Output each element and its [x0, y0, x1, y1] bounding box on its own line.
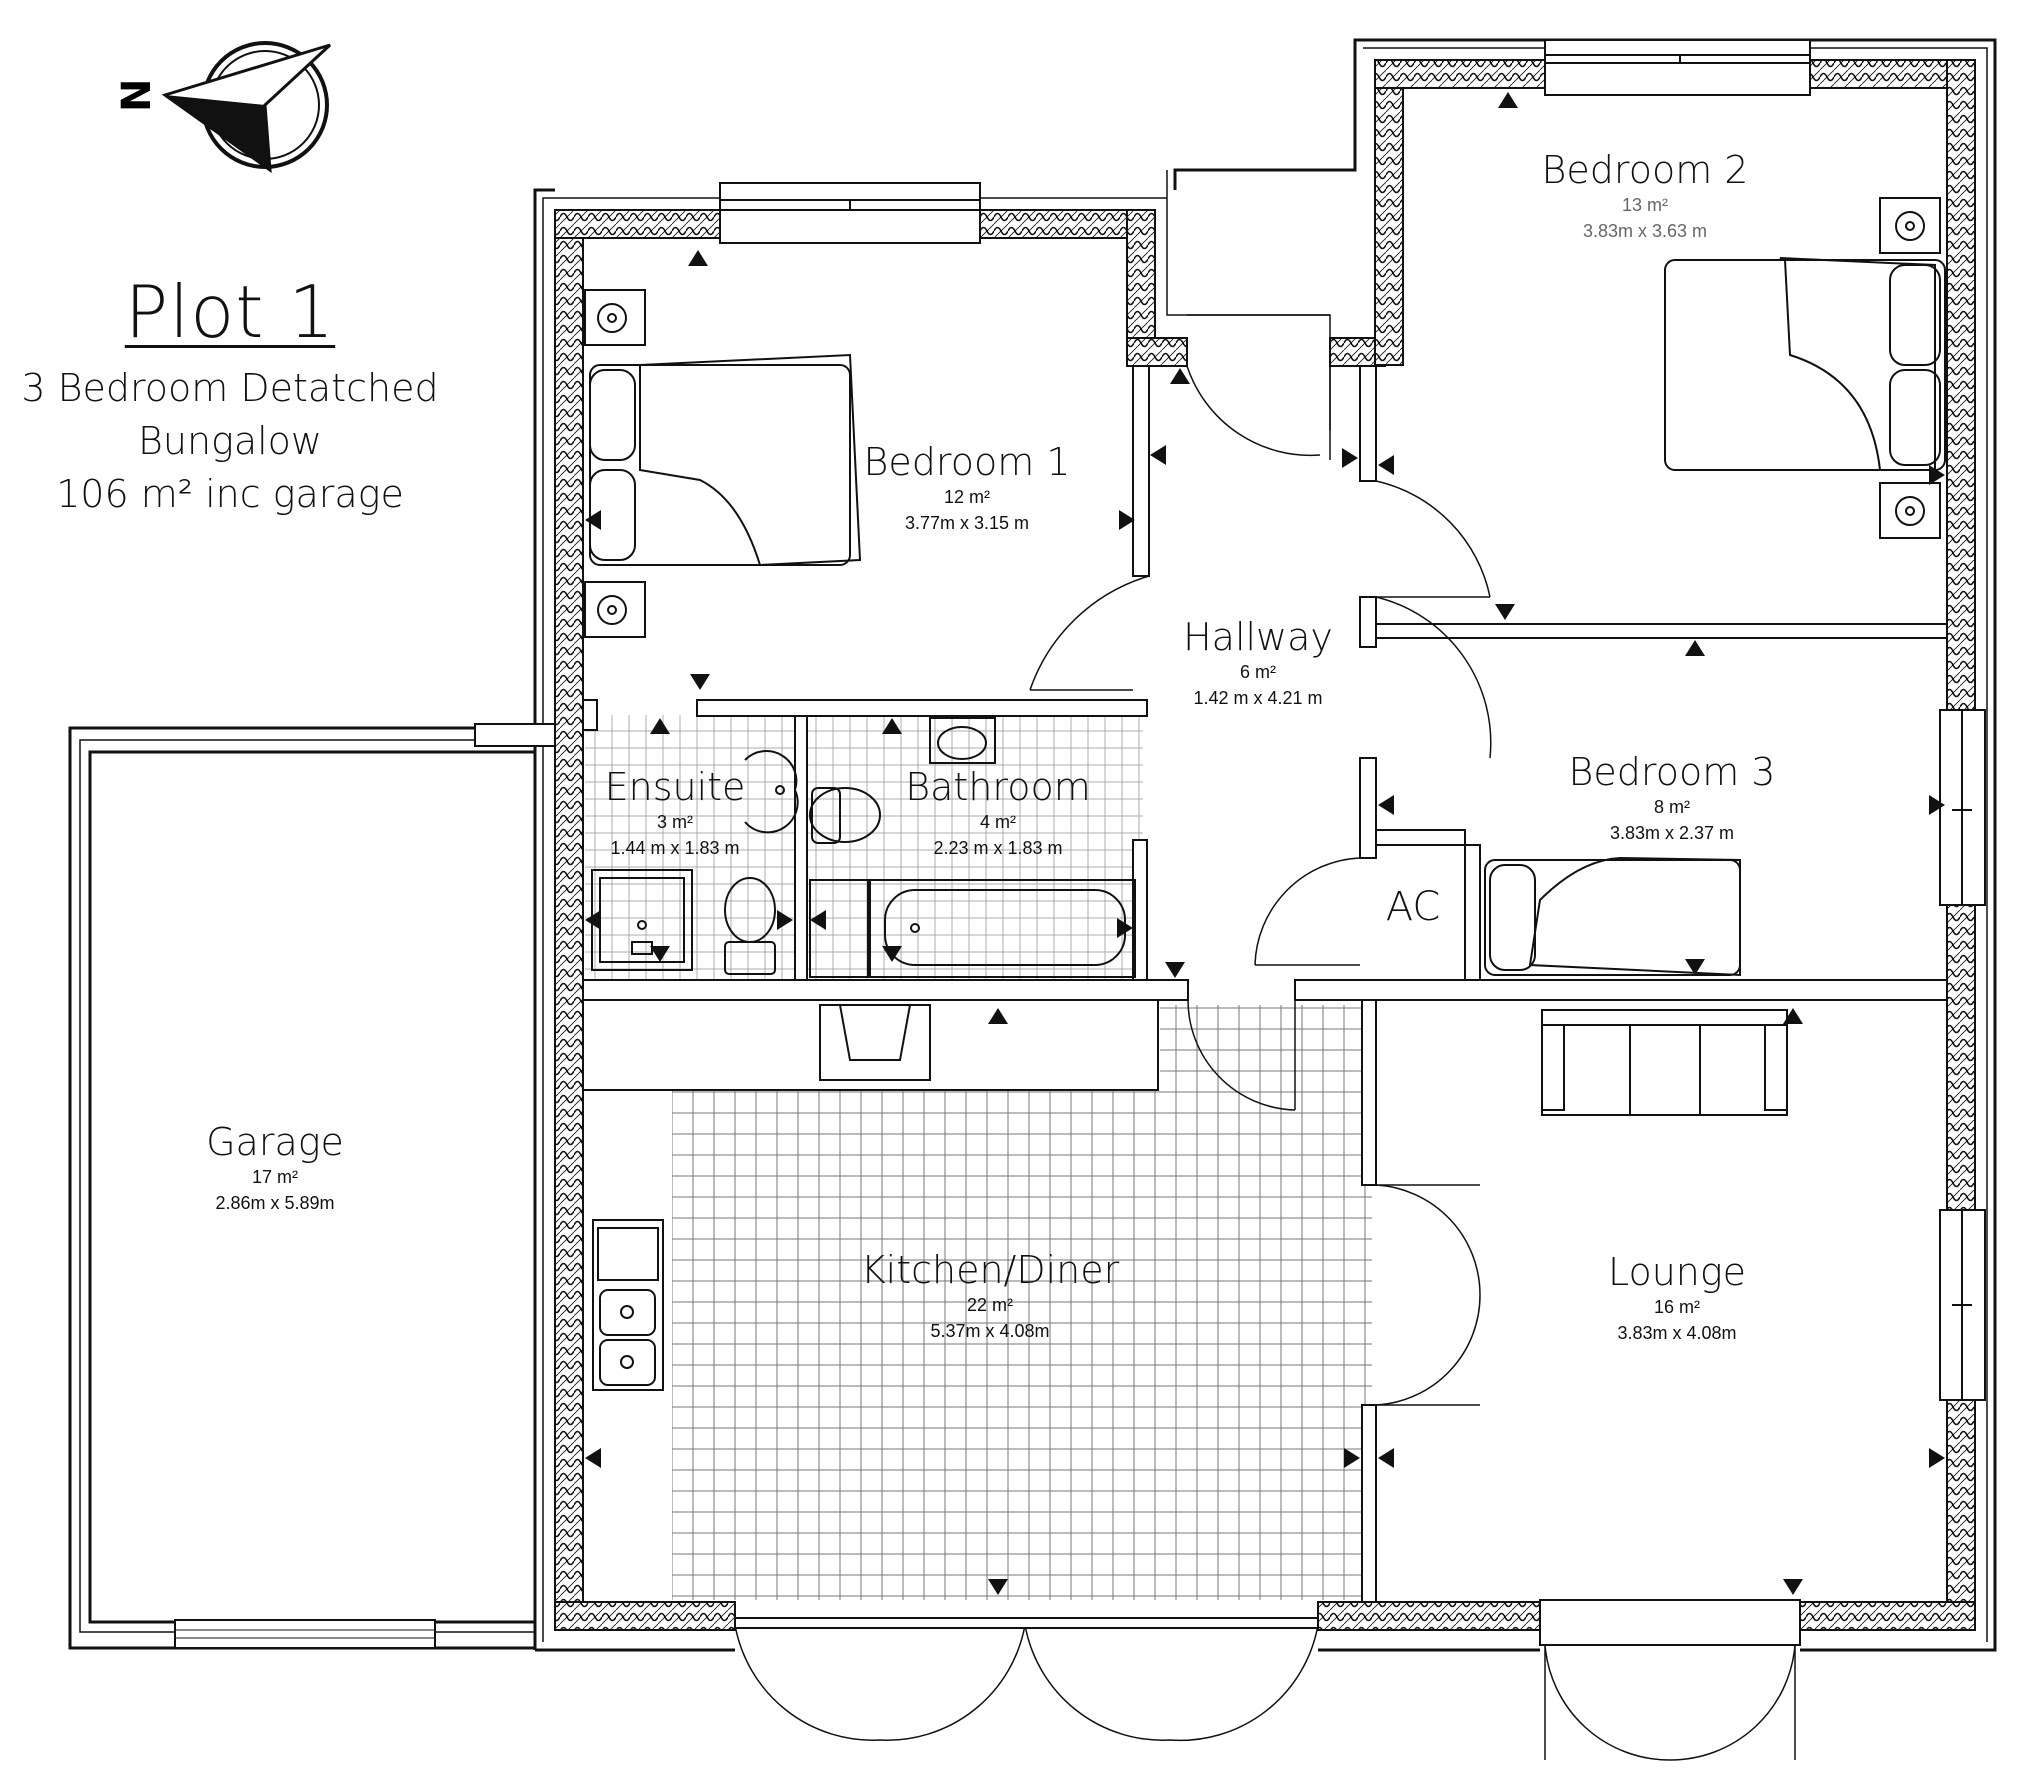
- room-name: Ensuite: [604, 765, 746, 809]
- room-label-kitchen-diner: Kitchen/Diner 22 m² 5.37m x 4.08m: [861, 1248, 1120, 1344]
- room-area: 16 m²: [1653, 1297, 1701, 1317]
- north-arrow-icon: N: [114, 41, 332, 174]
- subtitle-line-3: 106 m² inc garage: [56, 472, 404, 516]
- room-label-ac: AC: [1386, 885, 1441, 929]
- room-name: Lounge: [1607, 1250, 1747, 1294]
- room-label-bedroom-1: Bedroom 1 12 m² 3.77m x 3.15 m: [864, 440, 1071, 536]
- bathroom-tile-floor: [808, 715, 1143, 980]
- room-dims: 3.83m x 3.63 m: [1582, 221, 1708, 241]
- ensuite-tile-floor: [585, 715, 795, 980]
- room-area: 13 m²: [1621, 195, 1669, 215]
- room-label-bedroom-3: Bedroom 3 8 m² 3.83m x 2.37 m: [1569, 750, 1776, 846]
- room-name: Garage: [206, 1120, 344, 1164]
- lounge-sofa: [1541, 1009, 1788, 1116]
- kitchen-tile-floor: [672, 1090, 1372, 1600]
- title-block: Plot 1 3 Bedroom Detatched Bungalow 106 …: [20, 270, 440, 521]
- plot-title: Plot 1: [124, 270, 336, 354]
- room-area: 12 m²: [943, 487, 991, 507]
- bedroom-3-bed: [1484, 856, 1741, 977]
- windows: [719, 39, 1986, 1401]
- room-label-bedroom-2: Bedroom 2 13 m² 3.83m x 3.63 m: [1542, 148, 1749, 244]
- room-dims: 3.83m x 4.08m: [1617, 1323, 1737, 1343]
- ensuite-fixtures: [591, 750, 799, 975]
- room-area: 8 m²: [1653, 797, 1690, 817]
- room-dims: 2.23 m x 1.83 m: [933, 838, 1063, 858]
- room-name: Bedroom 1: [863, 440, 1071, 484]
- room-label-ensuite: Ensuite 3 m² 1.44 m x 1.83 m: [605, 765, 746, 861]
- room-name: Bedroom 2: [1541, 148, 1749, 192]
- hallway-tile-floor: [1160, 1005, 1372, 1095]
- dimension-arrows: [585, 92, 1945, 1595]
- room-area: 22 m²: [966, 1295, 1013, 1315]
- room-area: 17 m²: [251, 1167, 299, 1187]
- garage-structure: [68, 723, 556, 1650]
- internal-walls: [582, 365, 1948, 1603]
- room-dims: 3.83m x 2.37 m: [1609, 823, 1735, 843]
- subtitle-line-2: Bungalow: [137, 419, 323, 463]
- room-label-bathroom: Bathroom 4 m² 2.23 m x 1.83 m: [905, 765, 1090, 861]
- room-dims: 1.42 m x 4.21 m: [1193, 688, 1323, 708]
- room-name: Bedroom 3: [1568, 750, 1776, 794]
- room-label-hallway: Hallway 6 m² 1.42 m x 4.21 m: [1183, 615, 1333, 711]
- room-area: 6 m²: [1240, 662, 1276, 682]
- door-swings: [734, 365, 1801, 1761]
- room-dims: 5.37m x 4.08m: [930, 1321, 1050, 1341]
- room-name: Hallway: [1183, 615, 1333, 659]
- room-dims: 1.44 m x 1.83 m: [610, 838, 740, 858]
- room-name: AC: [1385, 884, 1441, 930]
- bedroom-1-bed: [584, 289, 862, 638]
- bedroom-2-bed: [1664, 197, 1946, 539]
- room-area: 4 m²: [980, 812, 1016, 832]
- room-label-garage: Garage 17 m² 2.86m x 5.89m: [206, 1120, 344, 1216]
- room-label-lounge: Lounge 16 m² 3.83m x 4.08m: [1608, 1250, 1746, 1346]
- north-letter: N: [114, 79, 160, 112]
- subtitle-line-1: 3 Bedroom Detatched: [21, 366, 439, 410]
- room-area: 3 m²: [657, 812, 693, 832]
- room-dims: 3.77m x 3.15 m: [904, 513, 1030, 533]
- room-name: Kitchen/Diner: [860, 1248, 1120, 1292]
- kitchen-fixtures: [592, 1004, 931, 1391]
- room-dims: 2.86m x 5.89m: [215, 1193, 335, 1213]
- room-name: Bathroom: [905, 765, 1091, 809]
